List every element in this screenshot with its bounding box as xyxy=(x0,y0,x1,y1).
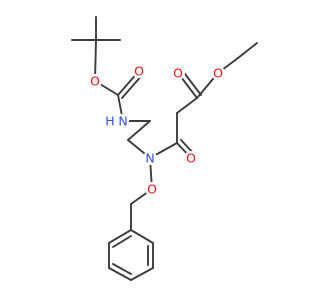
atom-label-o-amide: O xyxy=(186,151,196,166)
bond-carbamate-c-o-double-b xyxy=(121,73,144,99)
atom-o-boc-carbonyl: O xyxy=(132,64,146,79)
bond-ethyl-ch2-to-ch3 xyxy=(237,42,258,59)
molecule-structure-diagram: O O H N O N O O O xyxy=(71,16,258,281)
bond-ring-double-3 xyxy=(112,235,132,248)
bond-ch2-to-ch2 xyxy=(127,120,151,141)
atom-label-nh-h: H xyxy=(105,114,114,129)
atom-o-amide: O xyxy=(184,151,198,166)
bond-ring-double-2 xyxy=(112,263,132,275)
atom-nh: H N xyxy=(103,114,129,129)
bond-ester-c-o-double-b xyxy=(181,69,202,96)
atom-label-o-ester-carbonyl: O xyxy=(173,66,183,81)
bond-ch2-to-ch2-chain xyxy=(176,97,198,114)
atom-n-amide: N xyxy=(143,151,157,166)
bond-ring-1 xyxy=(130,229,154,244)
atom-label-o-boc-ether: O xyxy=(90,74,100,89)
atom-label-n-amide: N xyxy=(145,151,154,166)
bond-ring-3 xyxy=(130,267,154,281)
atom-label-o-boc-carbonyl: O xyxy=(134,64,144,79)
atom-label-layer: O O H N O N O O O xyxy=(88,64,225,197)
atom-o-boc-ether: O xyxy=(88,74,102,89)
atom-o-ester-ether: O xyxy=(211,66,225,81)
bond-ring-6 xyxy=(108,229,132,244)
atom-o-ester-carbonyl: O xyxy=(171,66,185,81)
atom-label-nh-n: N xyxy=(118,114,127,129)
bond-ring-4 xyxy=(108,267,132,281)
atom-o-benzyloxy: O xyxy=(145,182,159,197)
atom-label-o-benzyloxy: O xyxy=(147,182,157,197)
atom-label-o-ester-ether: O xyxy=(213,66,223,81)
bond-layer xyxy=(71,16,258,281)
